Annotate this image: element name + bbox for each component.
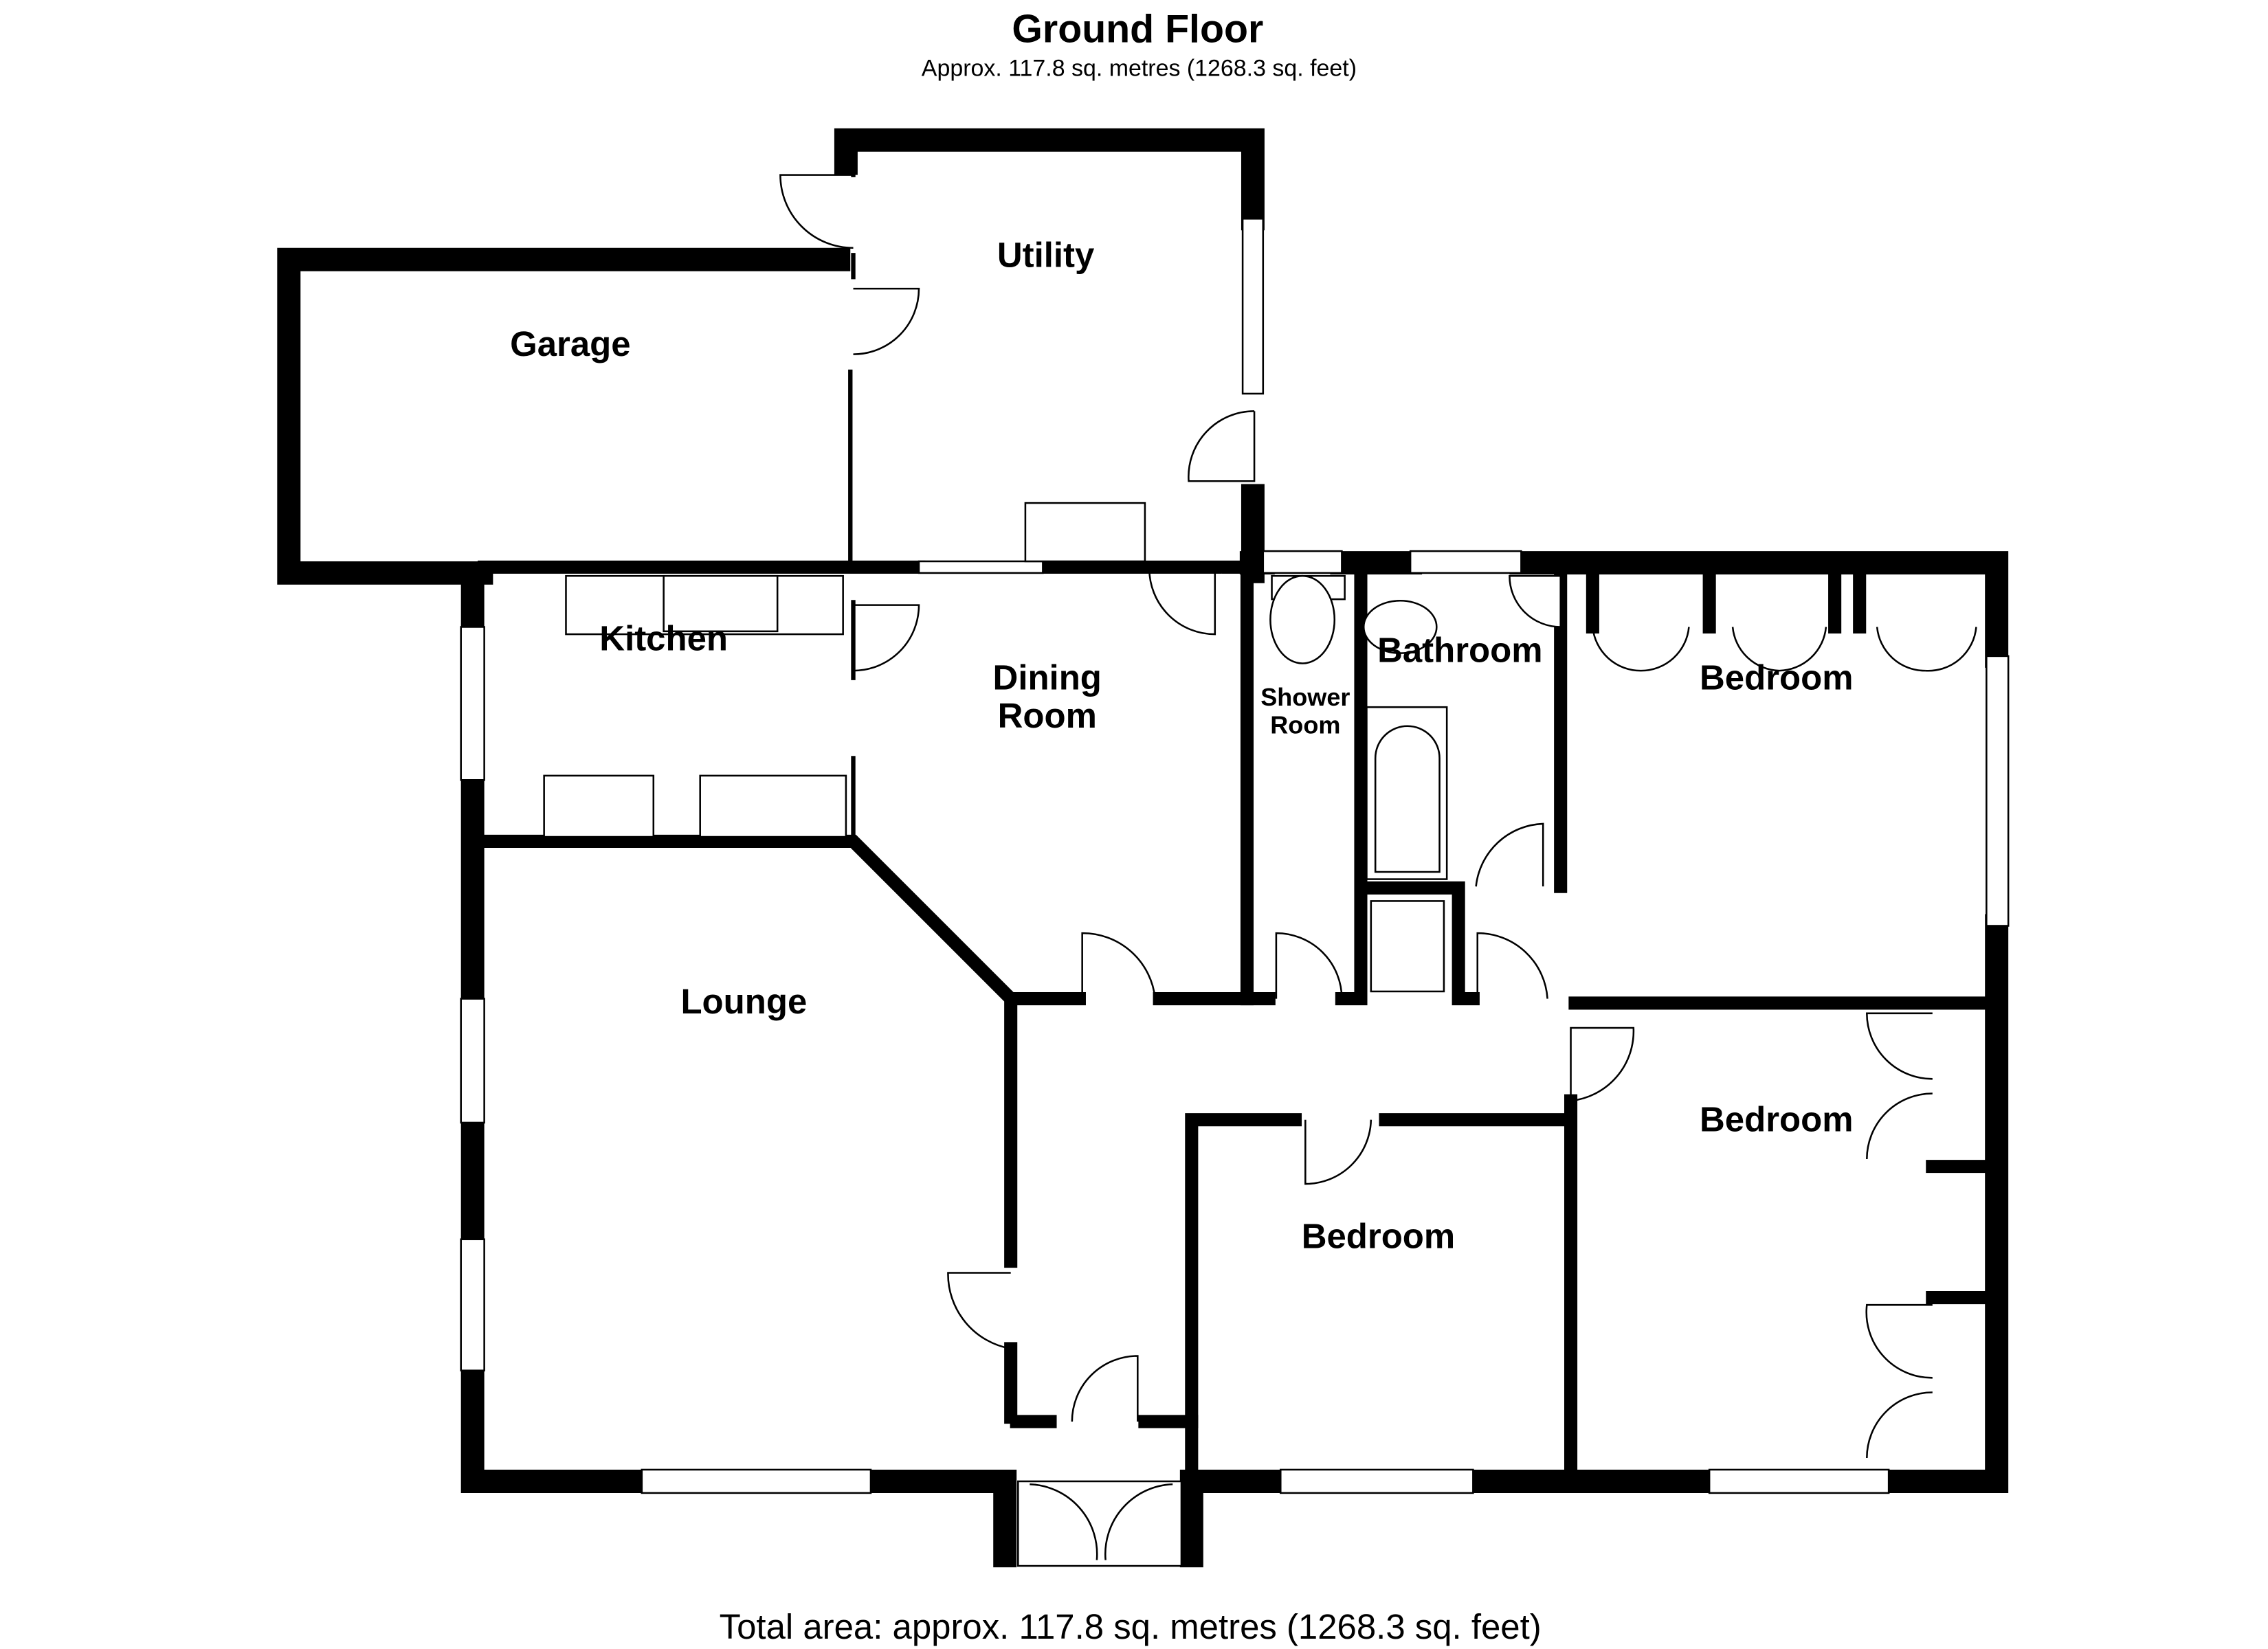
room-label-bedroom-e: Bedroom: [1700, 1100, 1853, 1139]
door: [1275, 932, 1343, 999]
porch-window: [1017, 1480, 1183, 1567]
window: [460, 998, 485, 1124]
wardrobe-partitions: [1586, 566, 1867, 634]
bath-walls: [1335, 566, 1480, 1006]
garage-outer-wall: [277, 247, 851, 585]
door: [1570, 1027, 1635, 1102]
kitchen-unit: [543, 774, 655, 838]
door: [1304, 1119, 1372, 1185]
window: [1708, 1468, 1890, 1494]
room-label-shower-2: Room: [1270, 710, 1340, 739]
wardrobe-divider: [1926, 1160, 1993, 1305]
window: [460, 1238, 485, 1371]
bedroom-ne-walls: [1554, 566, 1993, 1010]
bedroom-s-walls: [1185, 1113, 1570, 1479]
shower-tray: [1370, 900, 1445, 993]
wardrobe-doors: [1866, 1012, 1933, 1160]
west-south-wall: [460, 567, 1017, 1568]
room-label-utility: Utility: [997, 235, 1095, 274]
door: [853, 287, 920, 355]
room-label-dining-1: Dining: [993, 658, 1102, 697]
total-area: Total area: approx. 117.8 sq. metres (12…: [720, 1607, 1542, 1646]
wardrobe-doors: [1592, 627, 1977, 672]
room-label-shower-1: Shower: [1260, 683, 1350, 711]
window: [1409, 550, 1522, 574]
room-label-dining-2: Room: [998, 696, 1097, 735]
door: [853, 604, 920, 672]
window: [1279, 1468, 1474, 1494]
window: [918, 560, 1044, 574]
bath: [1374, 725, 1441, 873]
doors: [779, 174, 1977, 1560]
room-label-kitchen: Kitchen: [599, 618, 728, 658]
window: [1262, 550, 1343, 574]
wardrobe-doors: [1865, 1303, 1933, 1459]
utility-top-wall: [834, 128, 1265, 231]
window: [1241, 218, 1265, 395]
utility-sink: [1024, 502, 1146, 563]
windows: [460, 218, 2010, 1567]
window: [1986, 655, 2010, 927]
porch-doors: [1030, 1483, 1173, 1560]
toilet: [1269, 574, 1336, 664]
room-label-bedroom-ne: Bedroom: [1700, 658, 1853, 697]
plan-title: Ground Floor: [1012, 8, 1263, 52]
toilet: [1362, 599, 1438, 654]
window: [641, 1468, 872, 1494]
window: [460, 626, 485, 781]
kitchen-unit: [699, 774, 847, 838]
door: [1081, 932, 1157, 999]
kitchen-sink: [663, 574, 779, 633]
door: [1475, 822, 1544, 887]
room-label-bedroom-s: Bedroom: [1302, 1216, 1455, 1255]
room-labels: Garage Utility Kitchen Dining Room Showe…: [510, 235, 1853, 1255]
door: [1188, 410, 1256, 482]
fixtures: [543, 502, 1561, 993]
east-north-wall: [1179, 551, 2009, 1568]
plan-subtitle: Approx. 117.8 sq. metres (1268.3 sq. fee…: [922, 55, 1357, 81]
room-label-bathroom: Bathroom: [1377, 630, 1542, 669]
room-label-garage: Garage: [510, 324, 630, 363]
lounge-wall: [478, 834, 1018, 1424]
door: [947, 1272, 1011, 1350]
door: [1148, 568, 1216, 636]
room-label-lounge: Lounge: [680, 982, 807, 1021]
door: [779, 174, 854, 249]
door: [1476, 932, 1548, 999]
basin: [1509, 574, 1561, 628]
door: [1071, 1355, 1139, 1422]
